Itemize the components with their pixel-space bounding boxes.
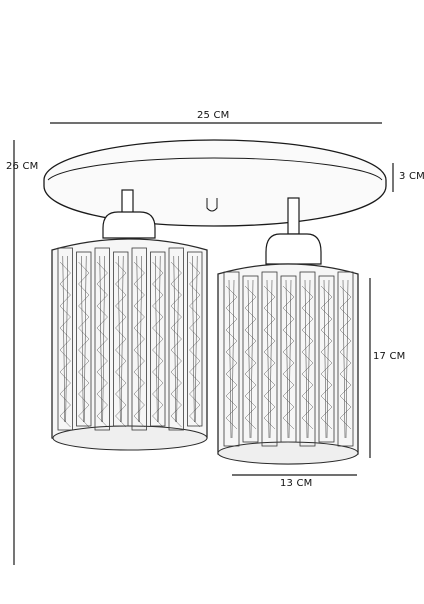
left-sparkle <box>78 261 90 428</box>
total-width-label: 25 CM <box>197 110 230 121</box>
right-sparkle <box>244 285 257 430</box>
right-prism <box>299 271 316 447</box>
left-facet <box>83 255 87 423</box>
shade-width-label: 13 CM <box>280 478 313 489</box>
right-facet <box>323 279 327 439</box>
left-facet <box>155 255 158 423</box>
right-facet <box>304 279 308 439</box>
left-prism <box>187 251 203 427</box>
right-sparkle <box>301 285 314 430</box>
left-sparkle <box>152 261 164 428</box>
base-thickness-label: 3 CM <box>399 171 424 182</box>
left-sparkle <box>115 261 127 428</box>
right-prism <box>337 271 354 447</box>
left-prism <box>150 251 166 427</box>
left-facet <box>176 255 179 423</box>
right-facet <box>285 279 289 439</box>
left-facet <box>81 255 84 423</box>
right-sparkle <box>339 285 352 430</box>
left-facet <box>120 255 124 423</box>
left-prism <box>57 247 73 431</box>
left-prism <box>76 251 92 427</box>
left-facet <box>118 255 121 423</box>
right-sparkle <box>320 285 333 430</box>
left-facet <box>136 255 140 423</box>
left-facet <box>62 255 66 423</box>
left-sparkle <box>59 261 71 428</box>
left-facet <box>65 255 68 423</box>
right-facet <box>228 279 232 439</box>
right-prism <box>280 275 297 443</box>
right-shade-crystals <box>223 271 354 447</box>
left-prism <box>168 247 184 431</box>
left-shade-crystals <box>57 247 203 431</box>
left-sparkle <box>133 261 145 428</box>
left-facet <box>102 255 105 423</box>
left-stem <box>102 189 156 239</box>
left-prism <box>94 247 110 431</box>
left-facet <box>173 255 177 423</box>
shade-height-label: 17 CM <box>373 351 406 362</box>
left-prism <box>131 247 147 431</box>
canopy <box>43 139 387 227</box>
left-facet <box>194 255 198 423</box>
right-sparkle <box>282 285 295 430</box>
left-prism <box>113 251 129 427</box>
right-sparkle <box>225 285 238 430</box>
left-facet <box>192 255 195 423</box>
left-sparkle <box>170 261 182 428</box>
left-facet <box>99 255 103 423</box>
hook <box>206 198 218 212</box>
right-shade <box>217 263 359 465</box>
right-prism <box>261 271 278 447</box>
total-height-label: 26 CM <box>6 161 39 172</box>
right-prism <box>223 271 240 447</box>
left-sparkle <box>189 261 201 428</box>
right-stem <box>265 197 322 265</box>
right-prism <box>318 275 335 443</box>
left-facet <box>157 255 161 423</box>
left-sparkle <box>96 261 108 428</box>
right-facet <box>247 279 251 439</box>
right-prism <box>242 275 259 443</box>
right-facet <box>342 279 346 439</box>
left-facet <box>139 255 142 423</box>
right-facet <box>266 279 270 439</box>
right-sparkle <box>263 285 276 430</box>
